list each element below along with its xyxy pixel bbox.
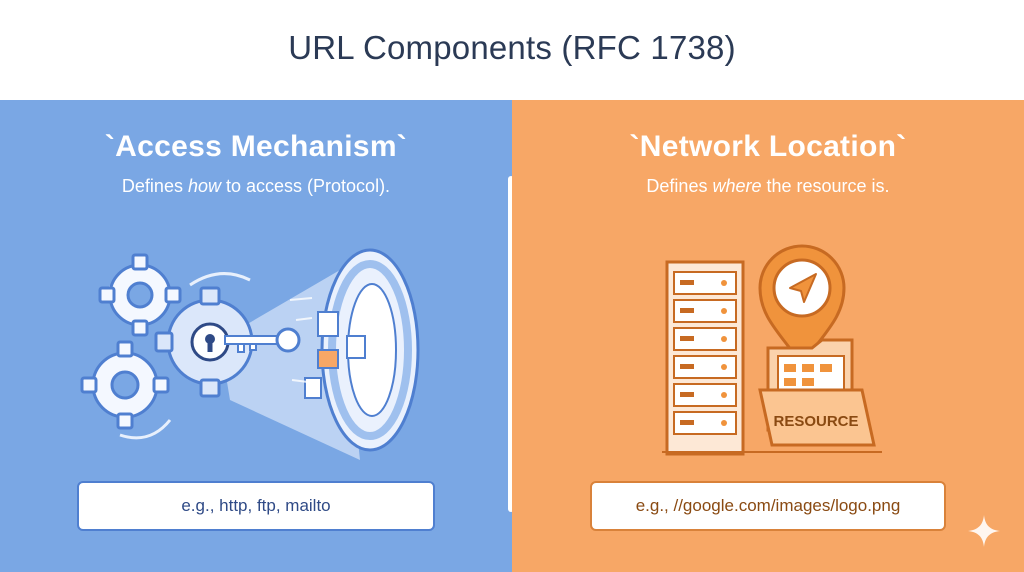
document-icon <box>304 311 366 399</box>
access-mechanism-description: Defines how to access (Protocol). <box>0 176 512 197</box>
description-suffix: the resource is. <box>761 176 890 196</box>
network-location-example: e.g., //google.com/images/logo.png <box>590 481 946 531</box>
network-location-heading: `Network Location` <box>629 130 907 163</box>
description-suffix: to access (Protocol). <box>221 176 391 196</box>
header: URL Components (RFC 1738) <box>0 0 1024 100</box>
description-prefix: Defines <box>646 176 713 196</box>
folder-icon: RESOURCE <box>758 338 876 447</box>
sparkle-icon <box>968 515 1000 547</box>
portal-icon <box>320 248 420 452</box>
location-pin-icon <box>758 244 846 368</box>
description-prefix: Defines <box>121 176 188 196</box>
server-icon <box>665 260 745 456</box>
keyhole-gear-icon <box>154 286 254 398</box>
key-icon <box>224 327 301 353</box>
access-mechanism-panel: `Access Mechanism` Defines how to access… <box>0 100 512 572</box>
access-mechanism-heading: `Access Mechanism` <box>104 130 408 163</box>
page-title: URL Components (RFC 1738) <box>288 29 736 66</box>
folder-label: RESOURCE <box>773 413 858 430</box>
access-mechanism-illustration <box>80 248 420 460</box>
network-location-panel: `Network Location` Defines where the res… <box>512 100 1024 572</box>
gear-icon <box>98 253 182 337</box>
network-location-description: Defines where the resource is. <box>512 176 1024 197</box>
panel-divider <box>508 176 514 512</box>
network-location-illustration: RESOURCE <box>662 244 882 456</box>
description-emphasis: where <box>712 176 762 196</box>
access-mechanism-example: e.g., http, ftp, mailto <box>77 481 435 531</box>
description-emphasis: how <box>187 176 221 196</box>
gear-icon <box>80 340 170 430</box>
